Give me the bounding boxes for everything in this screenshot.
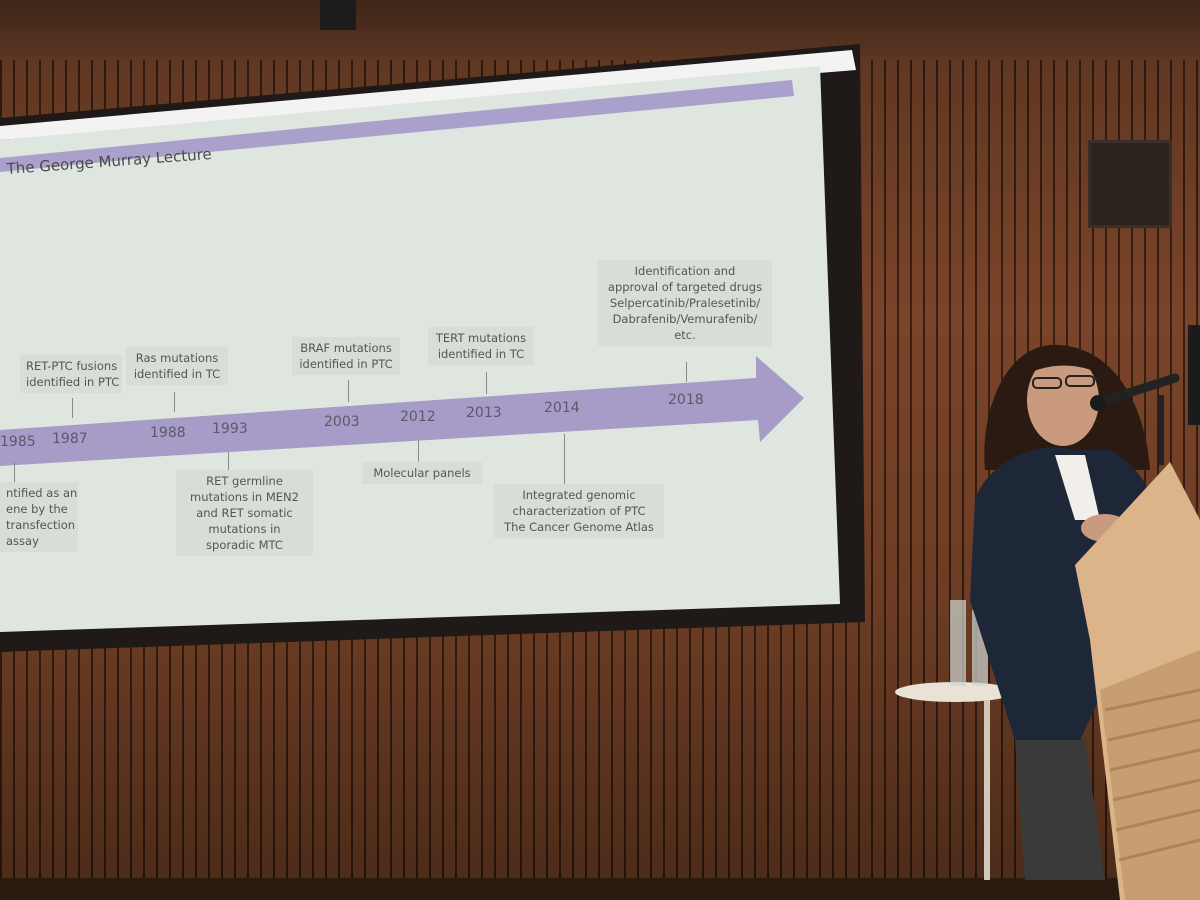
event-box-2003: BRAF mutations identified in PTC: [292, 337, 400, 375]
year-2018: 2018: [668, 392, 704, 408]
tick-1988: [174, 392, 175, 412]
tick-2003: [348, 380, 349, 402]
tick-2012: [418, 440, 419, 462]
event-box-2013: TERT mutations identified in TC: [428, 327, 534, 365]
year-1993: 1993: [212, 421, 248, 437]
event-box-2012: Molecular panels: [362, 462, 482, 484]
tick-1993: [228, 452, 229, 472]
floor: [0, 878, 1200, 900]
tick-1987: [72, 398, 73, 418]
year-2014: 2014: [544, 400, 580, 416]
year-2013: 2013: [466, 405, 502, 421]
timeline-arrow: [0, 356, 804, 466]
year-1988: 1988: [150, 425, 186, 441]
year-1987: 1987: [52, 431, 88, 447]
event-box-2018: Identification and approval of targeted …: [598, 260, 772, 346]
year-2003: 2003: [324, 414, 360, 430]
event-box-1988: Ras mutations identified in TC: [126, 347, 228, 385]
tick-2014: [564, 434, 565, 484]
year-1985: 1985: [0, 434, 36, 450]
event-box-1993: RET germline mutations in MEN2 and RET s…: [176, 470, 313, 556]
year-2012: 2012: [400, 409, 436, 425]
tick-2013: [486, 372, 487, 394]
tick-2018: [686, 362, 687, 382]
event-box-1987: RET-PTC fusions identified in PTC: [20, 355, 122, 393]
tick-1985: [14, 462, 15, 482]
wall-control-panel: [1088, 140, 1172, 228]
event-box-1985: ntified as an ene by the transfection as…: [0, 482, 78, 552]
event-box-2014: Integrated genomic characterization of P…: [494, 484, 664, 538]
projector-mount: [320, 0, 356, 30]
